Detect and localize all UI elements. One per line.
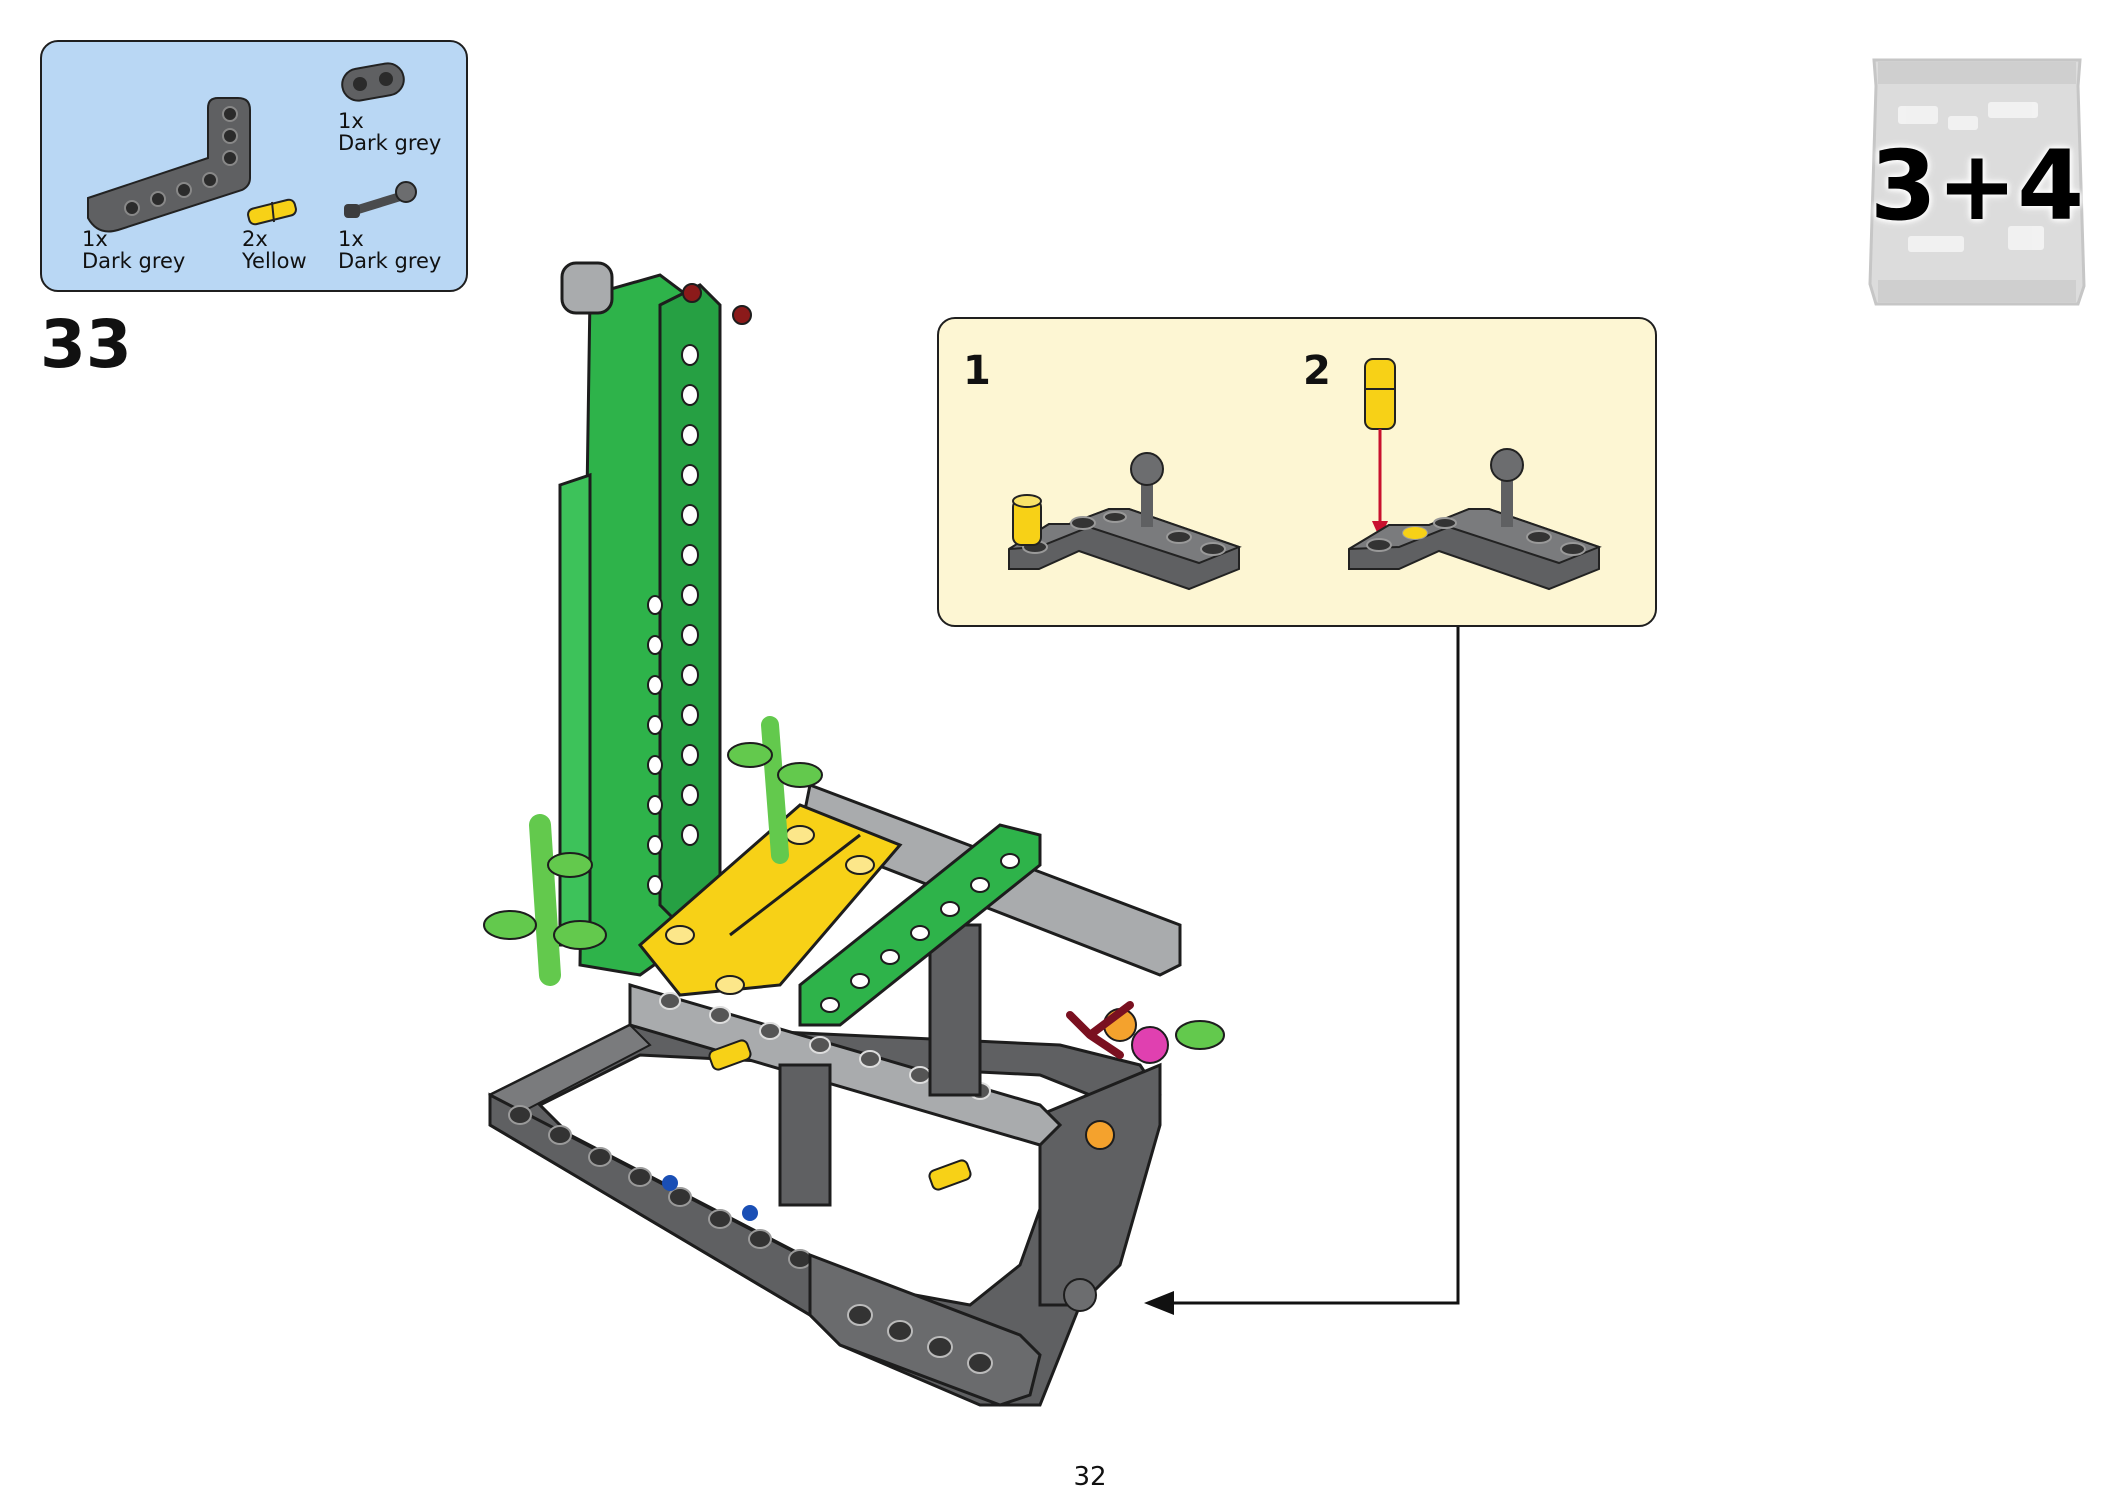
bag-icon: 3+4 [1868, 56, 2086, 308]
part-qty: 1x [82, 227, 108, 251]
part-caption-ball-axle: 1x Dark grey [338, 228, 441, 272]
part-caption-double-beam: 1x Dark grey [338, 110, 441, 154]
pin-icon [247, 198, 297, 226]
sub-step-2-diagram [1348, 358, 1602, 591]
part-color: Dark grey [338, 249, 442, 273]
part-qty: 1x [338, 109, 364, 133]
double-beam-icon [341, 62, 405, 102]
part-qty: 2x [242, 227, 268, 251]
sub-step-number: 1 [963, 348, 991, 394]
parts-list-box: 1x Dark grey 2x Yellow 1x Dark grey 1x D… [40, 40, 468, 292]
bag-label: 3+4 [1869, 130, 2085, 242]
part-color: Dark grey [338, 131, 442, 155]
part-color: Dark grey [82, 249, 186, 273]
l-beam-icon [87, 97, 251, 233]
sub-step-1-diagram [1008, 452, 1242, 591]
sub-step-number: 2 [1303, 348, 1331, 394]
page-number: 32 [1073, 1462, 1107, 1492]
step-number: 33 [40, 306, 132, 383]
model-assembly-illustration [483, 261, 1225, 1407]
part-qty: 1x [338, 227, 364, 251]
ball-axle-icon [344, 181, 417, 218]
part-caption-l-beam: 1x Dark grey [82, 228, 185, 272]
part-color: Yellow [242, 249, 307, 273]
part-caption-pin: 2x Yellow [242, 228, 307, 272]
callout-connector-arrow [1144, 627, 1460, 1315]
sub-assembly-callout: 1 2 [937, 317, 1657, 627]
